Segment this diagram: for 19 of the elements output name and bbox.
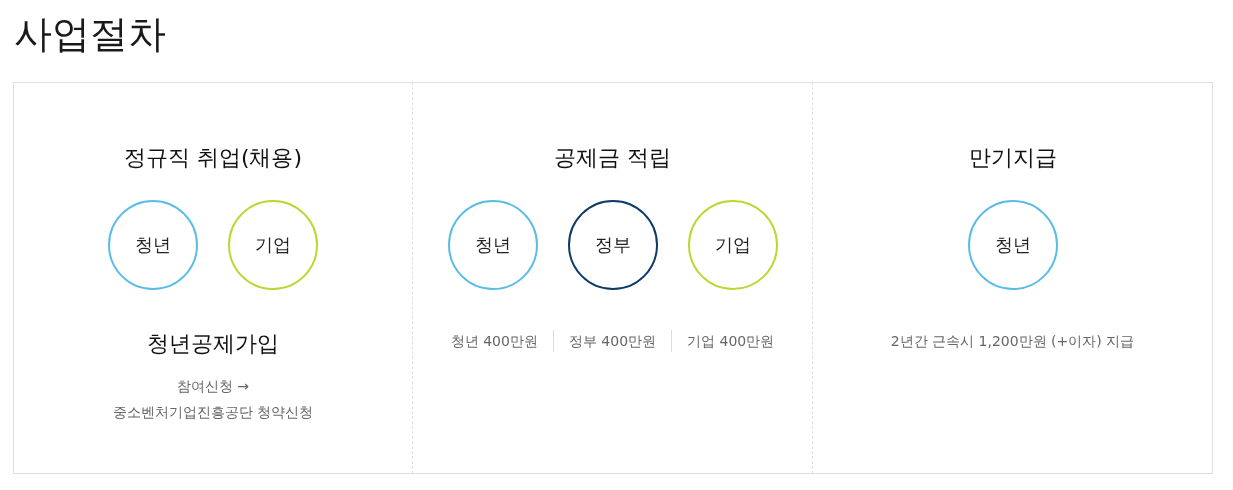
amount-text: 정부 400만원 — [568, 332, 657, 351]
amount-text: 기업 400만원 — [687, 332, 775, 351]
amount-text: 2년간 근속시 1,200만원 (+이자) 지급 — [890, 332, 1135, 351]
amount-text: 청년 400만원 — [450, 332, 538, 351]
step-panel — [13, 82, 413, 474]
page-title: 사업절차 — [14, 11, 166, 58]
role-circle: 청년 — [967, 200, 1058, 290]
note-text: 참여신청 → 중소벤처기업진흥공단 청약신청 — [111, 377, 315, 422]
step-subheading: 청년공제가입 — [147, 330, 279, 358]
role-circle: 기업 — [228, 200, 318, 290]
step-heading: 정규직 취업(채용) — [123, 144, 303, 172]
role-circle: 정부 — [567, 200, 658, 290]
step-heading: 공제금 적립 — [554, 144, 671, 172]
step-heading: 만기지급 — [968, 144, 1057, 172]
role-circle: 청년 — [447, 200, 538, 290]
role-circle: 청년 — [108, 200, 198, 290]
step-panel — [813, 82, 1213, 474]
step-panel — [413, 82, 813, 474]
role-circle: 기업 — [687, 200, 778, 290]
